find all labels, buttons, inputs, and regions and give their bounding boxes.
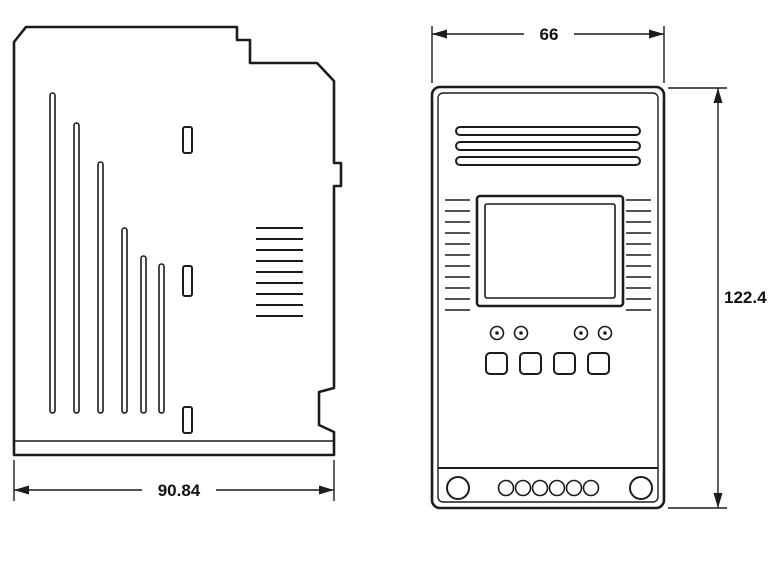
vent-bar [455,156,641,166]
front-top-vents [455,126,641,166]
front-view [430,85,666,510]
arrowhead-left [432,29,447,39]
lcd-outer-frame [475,194,625,308]
push-button [553,352,576,375]
lcd-inner-frame [484,203,616,299]
arrowhead-bottom [713,493,723,508]
dimension-front-width: 66 [431,25,665,83]
vent-slot [49,92,56,414]
vent-slot [121,227,128,414]
vent-bar [455,126,641,136]
led-dot [519,331,523,335]
terminal-hole [548,479,566,497]
push-button [587,352,610,375]
arrowhead-right [319,485,334,495]
terminal-hole [565,479,583,497]
terminal-hole [531,479,549,497]
side-view-outline [12,25,343,457]
led-indicator [513,325,529,341]
side-vent-slots [49,92,165,414]
vent-slot [158,263,165,414]
led-indicators [489,325,613,341]
push-button [485,352,508,375]
led-indicator [489,325,505,341]
mounting-hole [446,476,470,500]
terminal-holes [497,479,600,497]
push-button [519,352,542,375]
dimension-label-height: 122.4 [724,288,767,307]
vent-bar [455,141,641,151]
lcd-display [475,194,625,308]
led-indicator [597,325,613,341]
led-dot [603,331,607,335]
vent-slot [97,161,104,414]
front-inner-outline [437,92,659,503]
terminal-band [438,467,658,500]
button-row [485,352,610,375]
side-clips [182,126,193,434]
mounting-hole [629,476,653,500]
dimension-front-height: 122.4 [668,87,767,509]
arrowhead-right [649,29,664,39]
clip [182,265,193,297]
led-dot [495,331,499,335]
terminal-hole [514,479,532,497]
front-right-vents [626,199,651,311]
clip [182,406,193,434]
led-indicator [573,325,589,341]
front-left-vents [445,199,470,311]
led-dot [579,331,583,335]
clip [182,126,193,154]
dimension-label-width: 66 [540,25,559,44]
dimension-label-depth: 90.84 [158,481,201,500]
side-view [12,25,343,457]
dimension-side-depth: 90.84 [13,460,335,501]
front-outline [430,85,666,510]
terminal-hole [582,479,600,497]
vent-slot [140,255,147,414]
side-fins [256,227,303,317]
arrowhead-left [14,485,29,495]
arrowhead-top [713,88,723,103]
vent-slot [73,122,80,414]
terminal-hole [497,479,515,497]
